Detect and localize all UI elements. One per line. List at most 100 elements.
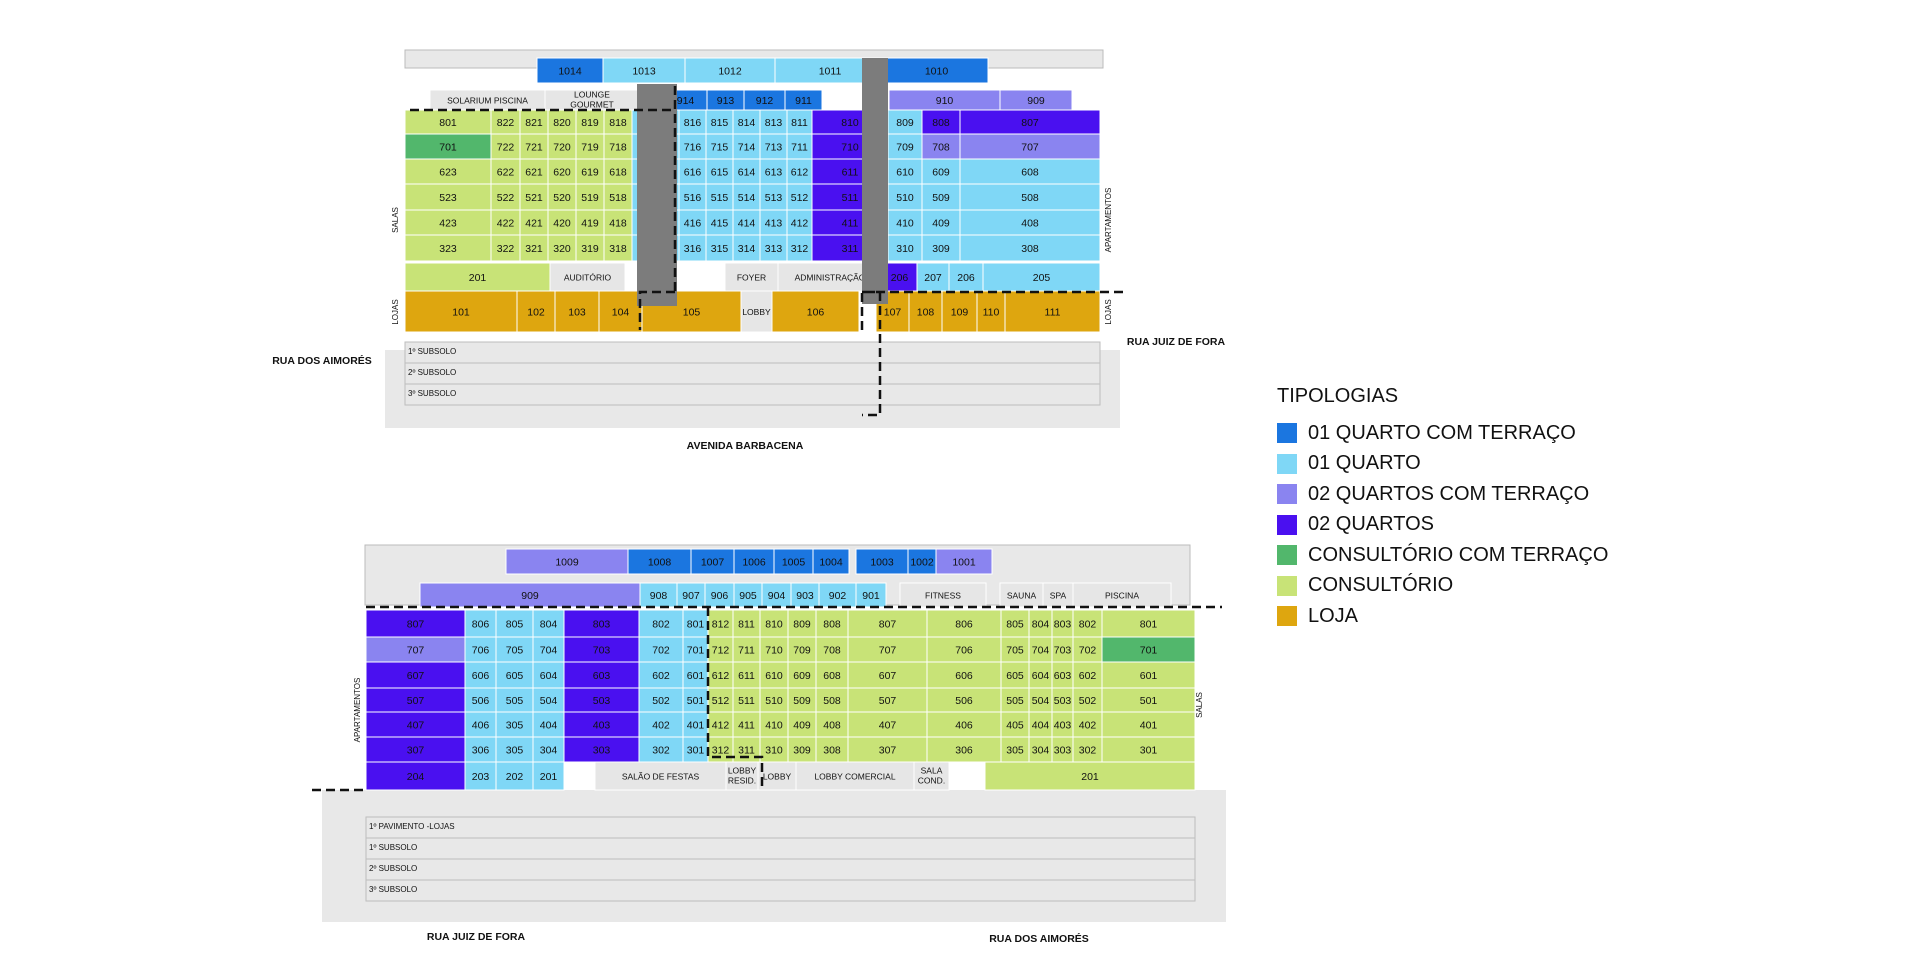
bottom-unit-410 — [759, 711, 789, 738]
bottom-unit-402-label: 402 — [1079, 719, 1097, 731]
top-unit-414 — [732, 209, 761, 236]
bottom-unit-706 — [464, 636, 497, 663]
top-unit-518 — [603, 183, 633, 211]
top-unit-711-label: 711 — [791, 141, 808, 153]
bottom-unit-811-label: 811 — [738, 618, 755, 630]
top-unit-520 — [547, 183, 577, 211]
top-street-right: RUA JUIZ DE FORA — [1127, 336, 1226, 348]
bottom-unit-703-label: 703 — [593, 644, 611, 656]
bottom-unit-512-label: 512 — [712, 695, 730, 707]
bottom-unit-406-label: 406 — [955, 719, 973, 731]
bottom-unit-707-label: 707 — [407, 644, 425, 656]
bottom-unit-909-label: 909 — [521, 590, 539, 602]
bottom-street-left: RUA JUIZ DE FORA — [427, 931, 526, 943]
bottom-unit-607-label: 607 — [407, 670, 425, 682]
legend-label: LOJA — [1308, 604, 1359, 627]
top-unit-413-label: 413 — [765, 217, 783, 229]
top-unit-audit-rio — [549, 262, 626, 292]
top-basement-label: 2º SUBSOLO — [408, 368, 456, 377]
top-side-lojas-right: LOJAS — [1104, 299, 1113, 324]
top-unit-910-label: 910 — [936, 95, 954, 107]
bottom-unit-302-label: 302 — [1079, 744, 1097, 756]
bottom-unit-705-label: 705 — [1006, 644, 1024, 656]
top-unit-520-label: 520 — [553, 192, 571, 204]
bottom-unit-901 — [855, 582, 887, 608]
top-unit-108-label: 108 — [917, 306, 935, 318]
top-unit-323-label: 323 — [439, 243, 457, 255]
top-unit-316 — [678, 234, 707, 262]
top-unit-103-label: 103 — [568, 306, 586, 318]
bottom-unit-303-label: 303 — [1054, 744, 1072, 756]
top-unit-521-label: 521 — [525, 192, 543, 204]
top-unit-408-label: 408 — [1021, 217, 1039, 229]
top-unit-715 — [705, 133, 734, 160]
top-unit-408 — [959, 209, 1101, 236]
bottom-unit-1002 — [907, 548, 937, 575]
top-unit-321-label: 321 — [525, 243, 543, 255]
top-core-right — [862, 58, 888, 304]
top-unit-710-label: 710 — [841, 141, 859, 153]
top-unit-718-label: 718 — [609, 141, 627, 153]
top-unit-519-label: 519 — [581, 192, 599, 204]
top-unit-308-label: 308 — [1021, 243, 1039, 255]
top-unit-108 — [908, 290, 943, 333]
top-unit-510 — [887, 183, 923, 211]
bottom-unit-801-label: 801 — [1140, 618, 1158, 630]
top-unit-514 — [732, 183, 761, 211]
legend-swatch — [1277, 423, 1297, 444]
bottom-unit-803-label: 803 — [593, 618, 611, 630]
bottom-unit-201 — [532, 761, 565, 791]
bottom-unit-302-label: 302 — [652, 744, 670, 756]
top-unit-809-label: 809 — [896, 117, 914, 129]
bottom-unit-403-label: 403 — [1054, 719, 1072, 731]
top-unit-414-label: 414 — [738, 217, 756, 229]
top-unit-714-label: 714 — [738, 141, 756, 153]
top-unit-911-label: 911 — [795, 95, 812, 107]
top-unit-523-label: 523 — [439, 192, 457, 204]
top-unit-820 — [547, 109, 577, 135]
top-basement — [404, 362, 1101, 385]
top-unit-622-label: 622 — [497, 166, 515, 178]
top-unit-615 — [705, 158, 734, 185]
top-unit-312-label: 312 — [791, 243, 809, 255]
bottom-unit-401 — [682, 711, 709, 738]
top-unit-619-label: 619 — [581, 166, 599, 178]
top-unit-913-label: 913 — [717, 95, 735, 107]
top-unit-513-label: 513 — [765, 192, 783, 204]
top-unit-foyer-label: FOYER — [737, 272, 766, 282]
top-unit-418 — [603, 209, 633, 236]
bottom-unit-303-label: 303 — [593, 744, 611, 756]
legend-swatch — [1277, 575, 1297, 596]
top-unit-206-label: 206 — [891, 272, 909, 284]
bottom-unit-1006 — [733, 548, 775, 575]
top-unit-1012-label: 1012 — [718, 65, 742, 77]
top-unit-423-label: 423 — [439, 217, 457, 229]
bottom-unit-303 — [563, 736, 640, 763]
legend-swatch — [1277, 606, 1297, 627]
bottom-unit-906-label: 906 — [711, 590, 729, 602]
top-unit-820-label: 820 — [553, 117, 571, 129]
bottom-unit-lobby-resid-label: LOBBY — [728, 765, 757, 775]
top-unit-508-label: 508 — [1021, 192, 1039, 204]
top-unit-612-label: 612 — [791, 166, 809, 178]
bottom-unit-806-label: 806 — [472, 618, 490, 630]
bottom-unit-707 — [365, 636, 466, 663]
bottom-unit-309-label: 309 — [793, 744, 811, 756]
top-unit-101-label: 101 — [452, 306, 470, 318]
bottom-unit-406-label: 406 — [472, 719, 490, 731]
bottom-unit-304-label: 304 — [1032, 744, 1050, 756]
top-unit-716-label: 716 — [684, 141, 702, 153]
top-unit-801-label: 801 — [439, 117, 457, 129]
top-unit-822 — [490, 109, 521, 135]
bottom-unit-307-label: 307 — [407, 744, 425, 756]
top-unit-713 — [759, 133, 788, 160]
bottom-unit-902 — [818, 582, 857, 608]
top-unit-205 — [982, 262, 1101, 292]
bottom-unit-412-label: 412 — [712, 719, 730, 731]
bottom-unit-402-label: 402 — [652, 719, 670, 731]
bottom-unit-804-label: 804 — [540, 618, 558, 630]
top-unit-813-label: 813 — [765, 117, 783, 129]
bottom-unit-506-label: 506 — [955, 695, 973, 707]
bottom-unit-306 — [926, 736, 1002, 763]
top-unit-816-label: 816 — [684, 117, 702, 129]
